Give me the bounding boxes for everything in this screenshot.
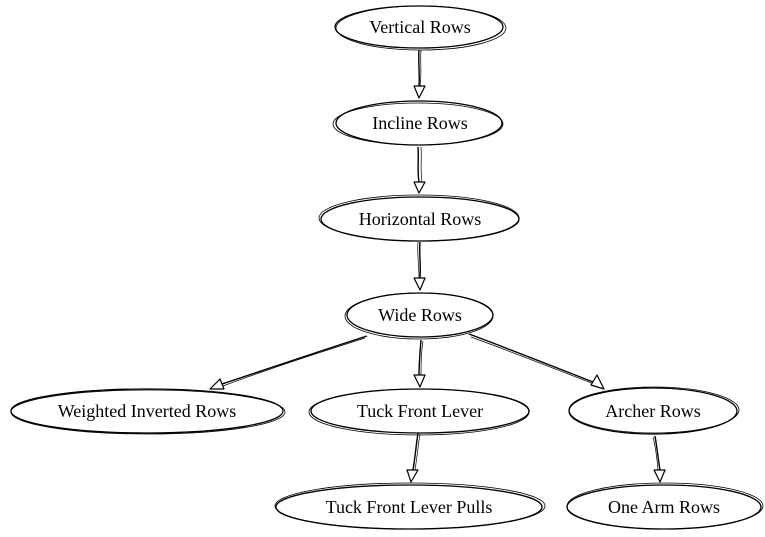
edge-wide-to-weighted <box>209 335 368 390</box>
arrowhead-icon <box>413 277 426 291</box>
edge-wide-to-archer <box>468 333 605 390</box>
node-tuck-front-lever[interactable]: Tuck Front Lever <box>308 388 530 436</box>
edge-tuck-to-pulls <box>406 432 421 483</box>
node-weighted-inverted-rows[interactable]: Weighted Inverted Rows <box>10 388 286 435</box>
node-label: Vertical Rows <box>369 17 470 37</box>
arrowhead-icon <box>413 181 426 194</box>
arrowhead-icon <box>590 374 605 390</box>
node-tuck-front-lever-pulls[interactable]: Tuck Front Lever Pulls <box>274 482 546 530</box>
node-label: Weighted Inverted Rows <box>58 401 237 421</box>
node-label: Horizontal Rows <box>359 209 481 229</box>
node-incline-rows[interactable]: Incline Rows <box>332 100 504 146</box>
edge-horizontal-to-wide <box>413 241 426 291</box>
edge-incline-to-horizontal <box>413 146 426 194</box>
nodes: Vertical Rows Incline Rows Horizontal Ro… <box>10 5 764 530</box>
edge-vertical-to-incline <box>413 49 426 99</box>
edge-wide-to-tuck <box>413 339 426 388</box>
edges <box>209 49 666 483</box>
node-label: Tuck Front Lever <box>357 401 483 421</box>
node-horizontal-rows[interactable]: Horizontal Rows <box>318 194 520 242</box>
node-label: Incline Rows <box>372 113 467 133</box>
arrowhead-icon <box>653 469 666 483</box>
arrowhead-icon <box>209 378 225 390</box>
arrowhead-icon <box>413 85 426 99</box>
node-archer-rows[interactable]: Archer Rows <box>568 386 740 435</box>
edge-archer-to-onearm <box>652 435 666 483</box>
node-one-arm-rows[interactable]: One Arm Rows <box>566 482 764 530</box>
node-label: Tuck Front Lever Pulls <box>326 497 493 517</box>
node-label: Wide Rows <box>378 305 462 325</box>
node-wide-rows[interactable]: Wide Rows <box>344 292 494 340</box>
arrowhead-icon <box>413 374 426 388</box>
node-label: Archer Rows <box>605 401 700 421</box>
arrowhead-icon <box>406 469 419 483</box>
node-label: One Arm Rows <box>608 497 720 517</box>
node-vertical-rows[interactable]: Vertical Rows <box>334 5 507 51</box>
